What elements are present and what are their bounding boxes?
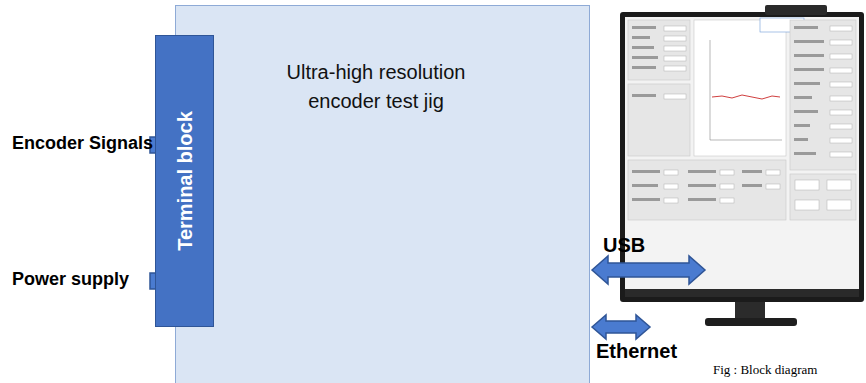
signal-label: Power supply [12, 269, 129, 290]
ethernet-arrow [592, 315, 650, 339]
signal-label: Encoder Signals [12, 133, 153, 154]
block-title: Terminal block [170, 111, 199, 251]
port-label: Ethernet [596, 340, 677, 363]
box-title: Ultra-high resolution encoder test jig [281, 58, 471, 116]
port-label: USB [603, 234, 645, 257]
figure-caption: Fig : Block diagram [713, 362, 817, 378]
usb-arrow [592, 256, 705, 284]
terminal-block: Terminal block [155, 35, 214, 327]
jig-box: Ultra-high resolution encoder test jig [175, 5, 590, 383]
monitor-illustration [620, 5, 864, 326]
